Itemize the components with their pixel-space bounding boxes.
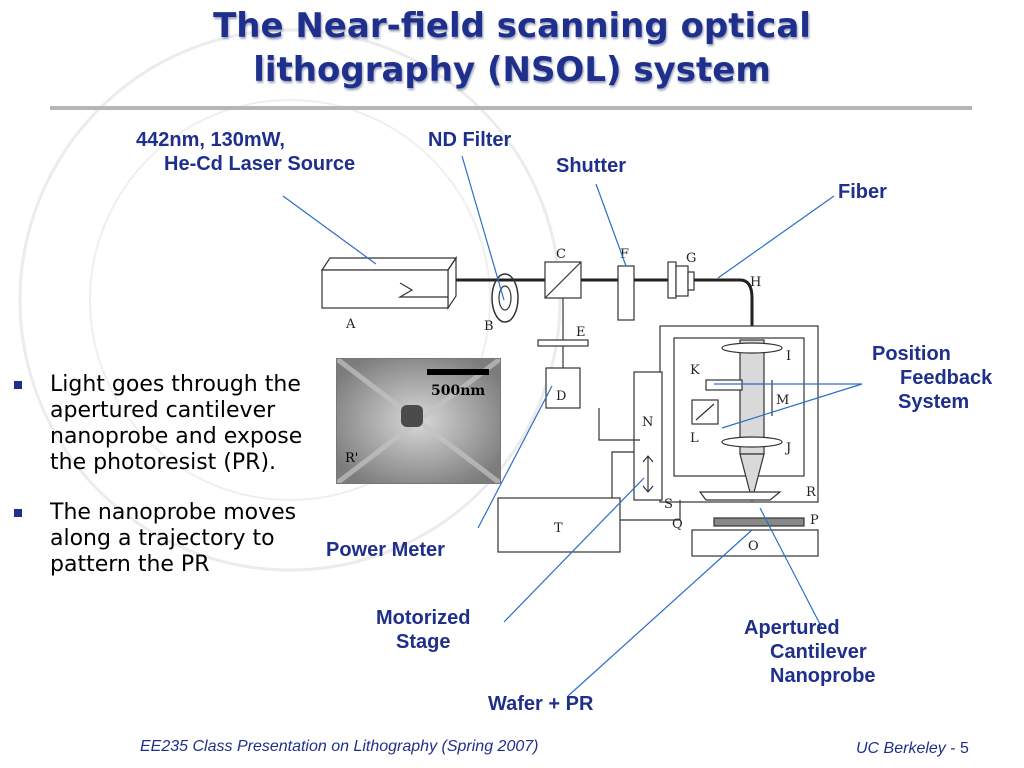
letter-e: E [576,325,586,340]
callout-laser-line-1: 442nm, 130mW, [136,129,285,151]
sem-scale-bar [427,369,489,375]
callout-position-feedback: Position Feedback System [872,342,992,414]
callout-nanoprobe: Apertured Cantilever Nanoprobe [744,616,876,688]
letter-l: L [690,431,699,446]
sem-scale-label: 500nm [431,383,486,399]
footer-page: UC Berkeley - 5 [856,740,969,758]
letter-a: A [345,317,356,332]
bullet-item: The nanoprobe moves along a trajectory t… [14,500,314,578]
letter-j: J [784,441,791,456]
callout-feedback-line-2: Feedback [900,367,993,389]
title-line-2: lithography (NSOL) system [253,50,771,90]
letter-m: M [776,393,789,408]
callout-feedback-line-1: Position [872,343,951,365]
callout-laser-source: 442nm, 130mW, He-Cd Laser Source [136,128,355,176]
callout-fiber: Fiber [838,181,887,203]
letter-f: F [620,247,629,262]
letter-c: C [556,247,566,262]
letter-o: O [748,539,759,554]
callout-nd-filter: ND Filter [428,129,512,151]
footer-org: UC Berkeley [856,740,946,757]
laser-source-box [320,256,458,310]
callout-laser-line-2: He-Cd Laser Source [164,153,356,175]
sem-micrograph: 500nm R' [336,358,501,484]
letter-p: P [810,513,819,528]
callout-shutter: Shutter [556,155,626,177]
callout-nanoprobe-line-1: Apertured [744,617,840,639]
letter-s: S [664,497,673,512]
callout-wafer-pr: Wafer + PR [488,693,594,715]
callout-nanoprobe-line-2: Cantilever [770,641,867,663]
title-divider [50,106,972,110]
footer-separator: - [945,740,961,757]
callout-stage-line-2: Stage [395,631,451,653]
callout-power-meter: Power Meter [326,539,445,561]
letter-q: Q [672,517,683,532]
callout-stage-line-1: Motorized [376,607,471,629]
bullet-list: Light goes through the apertured cantile… [14,372,314,602]
callout-nanoprobe-line-3: Nanoprobe [770,665,876,687]
footer-course: EE235 Class Presentation on Lithography … [140,738,539,755]
nanohole-feature [401,405,423,427]
letter-d: D [556,389,566,404]
letter-b: B [484,319,494,334]
sem-corner-label: R' [345,451,359,466]
footer-page-number: 5 [960,740,969,757]
bullet-text: Light goes through the apertured cantile… [50,372,303,475]
bullet-text: The nanoprobe moves along a trajectory t… [50,500,297,577]
letter-g: G [686,251,696,266]
bullet-square-icon [14,509,22,517]
letter-h: H [750,275,761,290]
bullet-item: Light goes through the apertured cantile… [14,372,314,476]
slide-title: The Near-field scanning optical lithogra… [0,4,1024,92]
letter-t: T [554,521,563,536]
title-line-1: The Near-field scanning optical [213,6,811,46]
letter-k: K [690,363,700,378]
bullet-square-icon [14,381,22,389]
leader-lines [282,155,863,697]
letter-n: N [642,415,653,430]
letter-i: I [786,349,791,364]
callout-feedback-line-3: System [898,391,970,413]
callout-motorized-stage: Motorized Stage [376,606,470,654]
letter-r: R [806,485,817,500]
